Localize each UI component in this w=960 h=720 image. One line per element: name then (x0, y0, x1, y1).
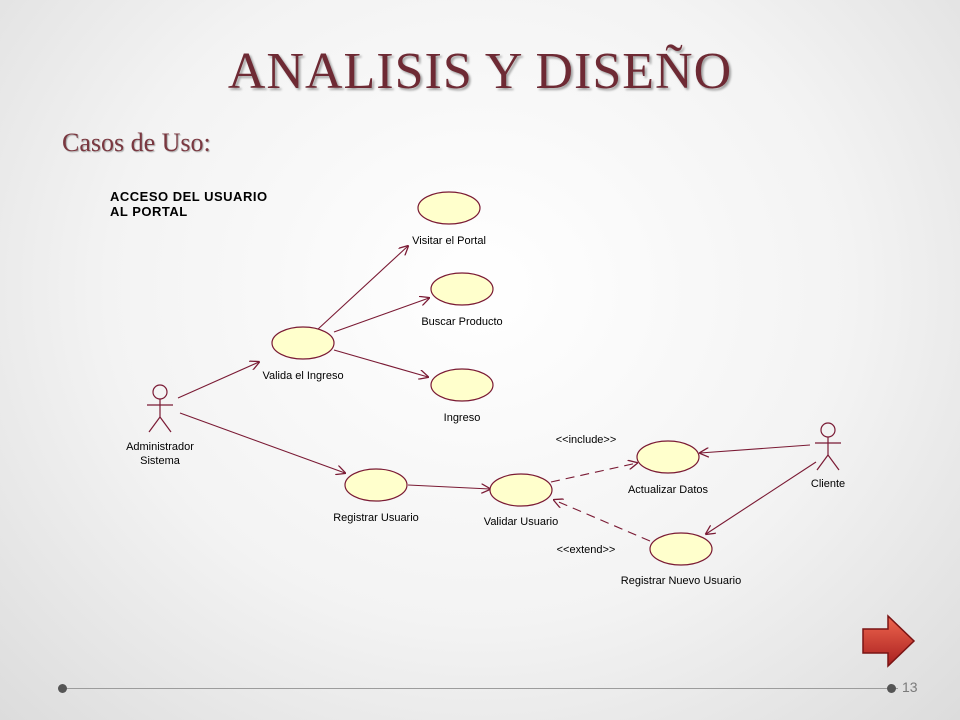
next-arrow-button[interactable] (860, 612, 918, 670)
diagram-label-line2: AL PORTAL (110, 204, 188, 219)
use-case-nuevo-label: Registrar Nuevo Usuario (621, 575, 741, 587)
use-case-validar-usuario (489, 473, 553, 507)
footer-dot-right (887, 684, 896, 693)
use-case-valida-ingreso (271, 326, 335, 360)
actor-cliente-label: Cliente (811, 478, 845, 490)
actor-administrador-icon (147, 384, 173, 433)
actor-administrador-label-line1: Administrador (126, 441, 194, 453)
actor-administrador-label-line2: Sistema (140, 455, 181, 467)
actor-cliente-icon (815, 422, 841, 471)
use-case-actualizar-label: Actualizar Datos (628, 484, 709, 496)
assoc-cliente-nuevo (706, 461, 817, 534)
use-case-actualizar-datos (636, 440, 700, 474)
use-case-registrar-label: Registrar Usuario (333, 512, 419, 524)
diagram-label-line1: ACCESO DEL USUARIO (110, 189, 268, 204)
use-case-ingreso-label: Ingreso (444, 412, 481, 424)
arrow-right-icon (862, 614, 916, 668)
use-case-registrar-nuevo-usuario (649, 532, 713, 566)
assoc-valida-buscar (333, 298, 429, 333)
assoc-registrar-validar (407, 485, 490, 489)
page-number: 13 (902, 679, 918, 695)
use-case-ingreso (430, 368, 494, 402)
use-case-visitar-label: Visitar el Portal (412, 235, 486, 247)
use-case-visitar-portal (417, 191, 481, 225)
use-case-buscar-label: Buscar Producto (421, 316, 502, 328)
include-dependency (550, 463, 637, 483)
assoc-admin-valida (177, 362, 259, 399)
extend-dependency (554, 500, 651, 542)
slide-title: ANALISIS Y DISEÑO (227, 43, 733, 100)
assoc-admin-registrar (179, 412, 345, 473)
use-case-registrar-usuario (344, 468, 408, 502)
footer-rule (62, 688, 898, 689)
assoc-valida-ingreso (333, 349, 428, 377)
include-stereotype-label: <<include>> (556, 434, 617, 446)
use-case-valida-label: Valida el Ingreso (262, 370, 343, 382)
assoc-cliente-actualizar (700, 444, 811, 453)
slide-subtitle: Casos de Uso: (62, 128, 211, 157)
use-case-validar-label: Validar Usuario (484, 516, 558, 528)
footer-dot-left (58, 684, 67, 693)
use-case-buscar-producto (430, 272, 494, 306)
assoc-valida-visitar (316, 246, 408, 331)
extend-stereotype-label: <<extend>> (557, 544, 616, 556)
